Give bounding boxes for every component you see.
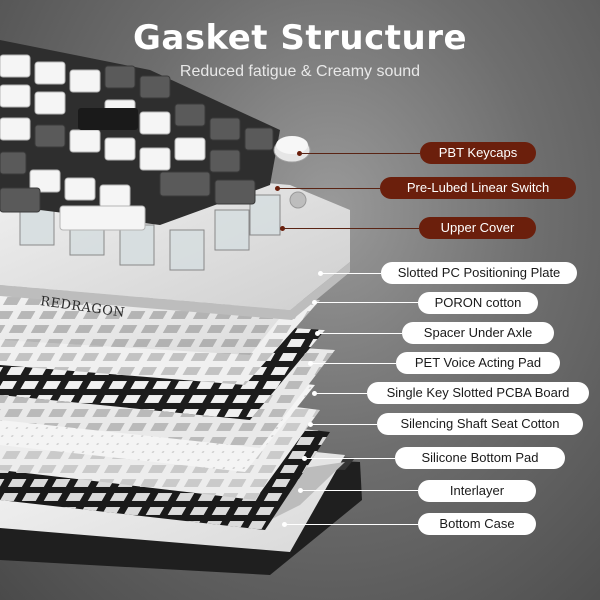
label-pet-pad: PET Voice Acting Pad [396,352,560,374]
keycaps-leader-dot [297,151,302,156]
pet-leader-dot [308,361,313,366]
poron-leader-line [315,302,418,303]
plate-leader-dot [318,271,323,276]
page-title: Gasket Structure [132,18,468,58]
label-upper-cover: Upper Cover [419,217,536,239]
label-poron-cotton: PORON cotton [418,292,538,314]
bottom-case-leader-dot [282,522,287,527]
silicone-leader-dot [302,456,307,461]
cotton-leader-line [311,424,377,425]
label-spacer-under-axle: Spacer Under Axle [402,322,554,344]
upper-cover-leader-line [283,228,419,229]
switch-leader-line [278,188,380,189]
label-pcba-board: Single Key Slotted PCBA Board [367,382,589,404]
pcba-leader-dot [312,391,317,396]
keycaps-layer [0,40,311,231]
interlayer-leader-dot [298,488,303,493]
silicone-leader-line [305,458,395,459]
plate-leader-line [321,273,381,274]
pcba-leader-line [315,393,367,394]
label-silencing-cotton: Silencing Shaft Seat Cotton [377,413,583,435]
upper-cover-leader-dot [280,226,285,231]
label-pbt-keycaps: PBT Keycaps [420,142,536,164]
spacer-leader-dot [315,331,320,336]
bottom-case-leader-line [285,524,418,525]
pet-leader-line [311,363,396,364]
page-subtitle: Reduced fatigue & Creamy sound [179,63,421,80]
label-positioning-plate: Slotted PC Positioning Plate [381,262,577,284]
spacer-leader-line [318,333,402,334]
label-silicone-pad: Silicone Bottom Pad [395,447,565,469]
label-linear-switch: Pre-Lubed Linear Switch [380,177,576,199]
keycaps-leader-line [300,153,420,154]
label-bottom-case: Bottom Case [418,513,536,535]
cotton-leader-dot [308,422,313,427]
poron-leader-dot [312,300,317,305]
switch-leader-dot [275,186,280,191]
interlayer-leader-line [301,490,418,491]
label-interlayer: Interlayer [418,480,536,502]
